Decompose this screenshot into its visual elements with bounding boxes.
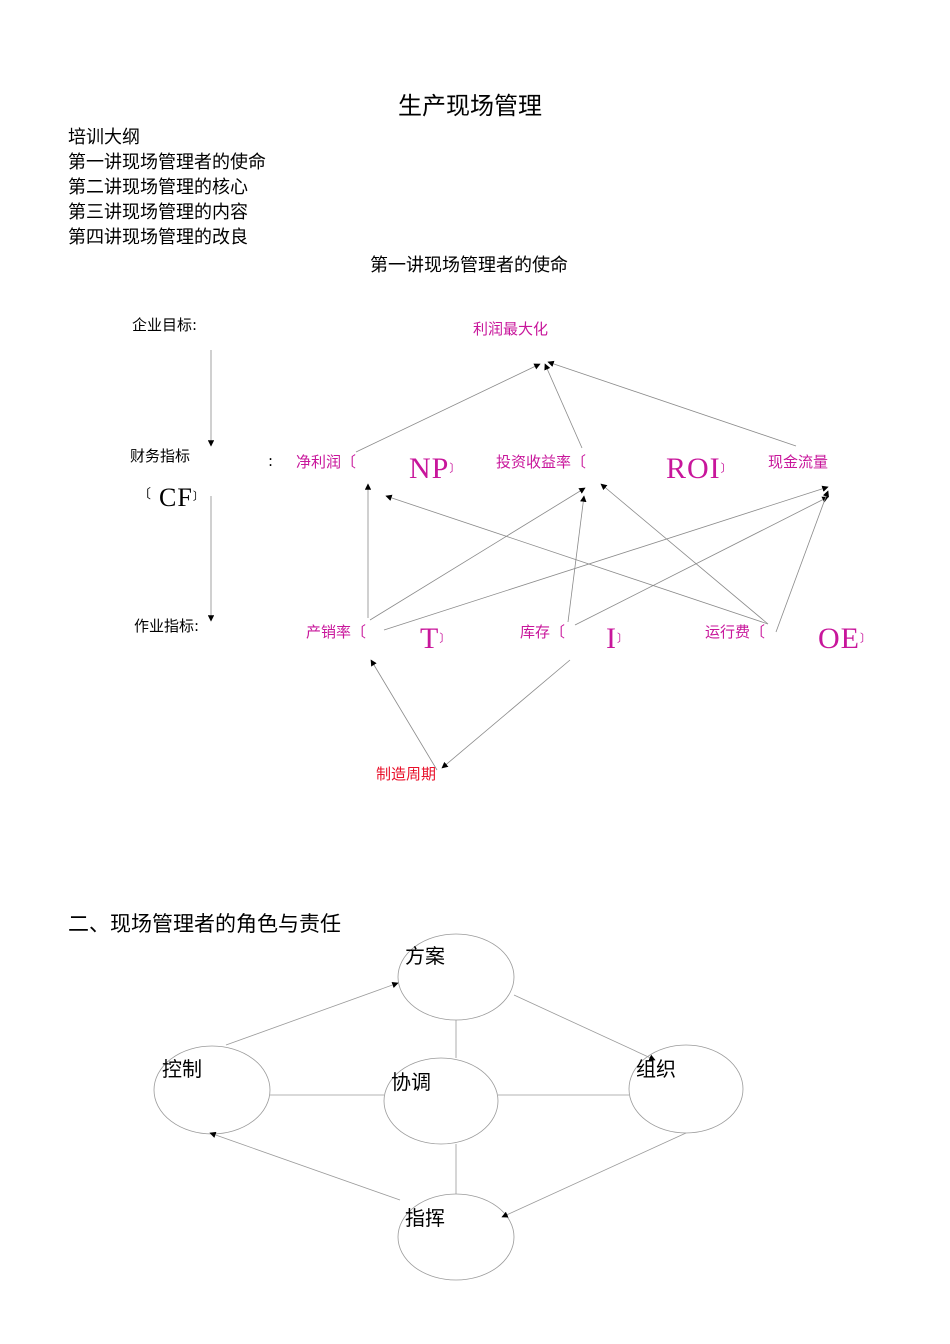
t-to-cf-arrow [383, 485, 829, 631]
page-title: 生产现场管理 [398, 92, 542, 120]
roi-abbr: ROI [666, 452, 721, 485]
coordinate-ellipse [383, 1057, 499, 1145]
outline-list: 培训大纲 第一讲现场管理者的使命 第二讲现场管理的核心 第三讲现场管理的内容 第… [68, 125, 266, 250]
control-to-plan-arrow [225, 981, 399, 1046]
opex-label: 运行费〔 [705, 623, 766, 641]
t-label: T [420, 622, 440, 655]
i-close: 〕 [617, 631, 628, 645]
roi-label: 投资收益率〔 [496, 453, 587, 471]
section1-title: 第一讲现场管理者的使命 [370, 255, 568, 276]
cf-label: CF [159, 483, 193, 512]
t-close: 〕 [439, 631, 451, 645]
cf-to-profit-arrow [547, 360, 797, 447]
net-profit-label: 净利润〔 [296, 453, 357, 471]
organize-to-command-arrow [501, 1132, 687, 1218]
np-to-profit-arrow [355, 363, 541, 453]
t-indicator: T〕 [420, 622, 450, 656]
t-to-roi-arrow [369, 487, 586, 621]
cycle-to-t-arrow [370, 659, 438, 771]
command-label: 指挥 [405, 1206, 445, 1230]
cycle-label: 制造周期 [376, 765, 437, 783]
i-label: I [606, 622, 617, 655]
outline-heading: 培训大纲 [68, 127, 140, 148]
roi-indicator: ROI〕 [666, 452, 732, 486]
cf-indicator: 〔 CF〕 [138, 483, 204, 513]
level-operation-label: 作业指标: [134, 617, 200, 635]
oe-close: 〕 [860, 631, 871, 645]
roi-to-profit-arrow [544, 363, 583, 449]
control-label: 控制 [162, 1057, 202, 1081]
np-label: NP [409, 452, 450, 485]
profit-max-label: 利润最大化 [473, 320, 549, 338]
i-to-cycle-arrow [441, 659, 571, 769]
cf-bracket: 〔 [138, 487, 152, 502]
oe-to-cf-arrow [775, 490, 830, 633]
inventory-label: 库存〔 [520, 623, 566, 641]
i-to-roi-arrow [567, 495, 587, 623]
roles-diagram [153, 933, 744, 1281]
command-to-control-arrow [209, 1131, 401, 1201]
plan-label: 方案 [405, 944, 445, 968]
oe-label: OE [818, 622, 860, 655]
i-to-cf-arrow [574, 496, 829, 626]
plan-to-organize-arrow [513, 994, 656, 1061]
outline-item: 第二讲现场管理的核心 [68, 177, 248, 198]
level-goal-label: 企业目标: [132, 316, 198, 334]
oe-to-np-arrow [385, 494, 769, 625]
coordinate-label: 协调 [391, 1070, 431, 1094]
outline-item: 第三讲现场管理的内容 [68, 202, 248, 223]
finance-colon: : [268, 452, 274, 470]
np-close: 〕 [449, 461, 461, 475]
np-indicator: NP〕 [409, 452, 460, 486]
oe-to-roi-arrow [600, 483, 769, 625]
section2-title: 二、现场管理者的角色与责任 [68, 912, 341, 936]
cf-close: 〕 [192, 489, 204, 503]
cash-flow-label: 现金流量 [768, 453, 829, 471]
i-indicator: I〕 [606, 622, 628, 656]
outline-item: 第一讲现场管理者的使命 [68, 152, 266, 173]
outline-item: 第四讲现场管理的改良 [68, 227, 248, 248]
roi-close: 〕 [720, 461, 732, 475]
level-finance-label: 财务指标 [130, 447, 191, 465]
organize-label: 组织 [636, 1057, 676, 1081]
oe-indicator: OE〕 [818, 622, 871, 656]
throughput-label: 产销率〔 [306, 623, 367, 641]
